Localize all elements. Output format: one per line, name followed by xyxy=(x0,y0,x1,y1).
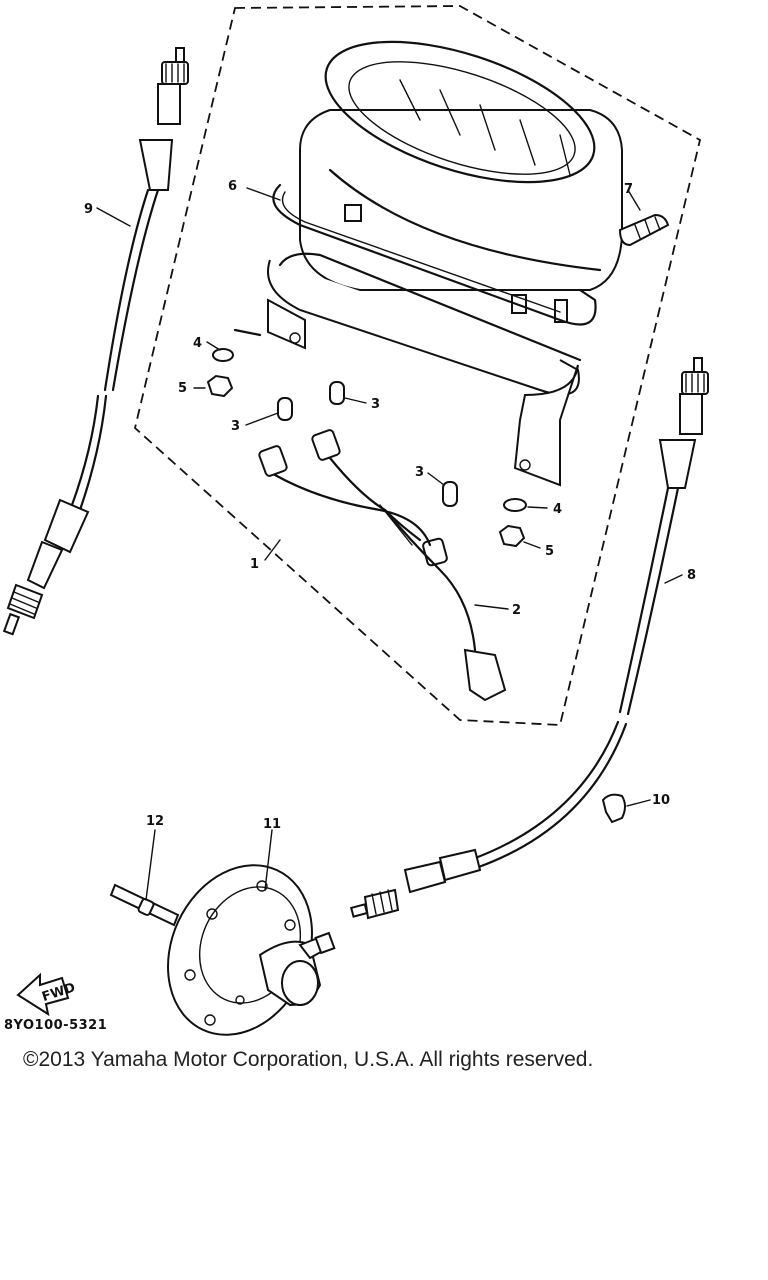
leader-lines xyxy=(96,187,683,901)
bulb-3a xyxy=(277,397,293,421)
nut-5-left xyxy=(206,374,234,398)
callout-3a: 3 xyxy=(231,419,240,434)
wire-harness xyxy=(258,429,507,702)
copyright-notice: ©2013 Yamaha Motor Corporation, U.S.A. A… xyxy=(23,1048,594,1071)
callout-10: 10 xyxy=(652,793,670,808)
washer-4-right xyxy=(503,498,527,512)
callout-12: 12 xyxy=(146,814,164,829)
screw-7 xyxy=(618,213,670,247)
gasket xyxy=(272,183,597,326)
drawing-code: 8YO100-5321 xyxy=(4,1018,108,1033)
gear-unit-11 xyxy=(167,864,336,1036)
bulb-3c xyxy=(442,481,458,507)
washer-4-left xyxy=(212,348,234,362)
callout-5a: 5 xyxy=(178,381,187,396)
bulb-3b xyxy=(329,381,345,405)
callout-6: 6 xyxy=(228,179,237,194)
clamp-10 xyxy=(601,793,626,824)
callout-3b: 3 xyxy=(371,397,380,412)
callout-4b: 4 xyxy=(553,502,562,517)
meter-housing xyxy=(299,40,623,323)
callout-5b: 5 xyxy=(545,544,554,559)
callout-11: 11 xyxy=(263,817,281,832)
fwd-arrow xyxy=(16,972,70,1017)
cable-9 xyxy=(2,47,189,636)
callout-2: 2 xyxy=(512,603,521,618)
callout-3c: 3 xyxy=(415,465,424,480)
meter-bracket xyxy=(233,252,582,487)
callout-7: 7 xyxy=(624,182,633,197)
callout-8: 8 xyxy=(687,568,696,583)
parts-diagram: FWD 6 7 9 4 5 3 3 3 4 5 1 8 2 10 12 11 xyxy=(2,5,709,1036)
callout-4a: 4 xyxy=(193,336,202,351)
pin-12 xyxy=(109,883,180,927)
callout-1: 1 xyxy=(250,557,259,572)
assembly-boundary xyxy=(134,5,702,726)
cable-8 xyxy=(349,357,709,920)
nut-5-right xyxy=(498,524,526,548)
callout-9: 9 xyxy=(84,202,93,217)
